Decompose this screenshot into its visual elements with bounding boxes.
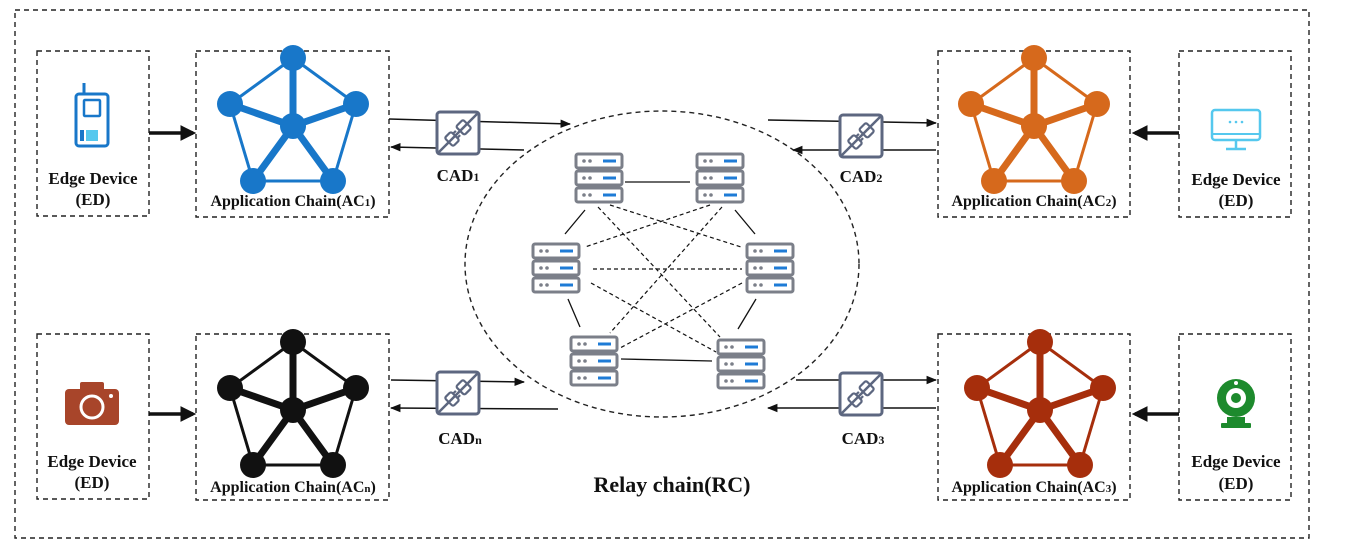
ed2-label-line1: Edge Device: [1191, 170, 1281, 189]
edge-device-3[interactable]: Edge Device (ED): [1178, 333, 1292, 501]
relay-chain-boundary: [464, 110, 860, 418]
edn-label-line1: Edge Device: [47, 452, 137, 471]
relay-node-4[interactable]: [745, 242, 795, 294]
cad3-label: CAD3: [842, 429, 885, 448]
application-chain-3[interactable]: Application Chain(AC3): [937, 329, 1131, 501]
camera-icon: [65, 382, 119, 425]
relay-node-5[interactable]: [569, 335, 619, 387]
cadn-label: CADn: [438, 429, 482, 448]
relay-node-1[interactable]: [574, 152, 624, 204]
ac3-label: Application Chain(AC3): [951, 479, 1116, 496]
application-chain-n[interactable]: Application Chain(ACn): [195, 329, 390, 501]
ac1-network-icon: [217, 45, 369, 194]
cad2-label: CAD2: [840, 167, 883, 186]
edge-device-n[interactable]: Edge Device (ED): [36, 333, 150, 500]
application-chain-1[interactable]: Application Chain(AC1): [195, 45, 390, 218]
relay-chain-label: Relay chain(RC): [593, 472, 750, 497]
edge-device-2[interactable]: Edge Device (ED): [1178, 50, 1292, 218]
ed3-label-line2: (ED): [1219, 474, 1254, 493]
cad1-label: CAD1: [437, 166, 480, 185]
acn-network-icon: [217, 329, 369, 478]
ed1-label-line1: Edge Device: [48, 169, 138, 188]
cad2-adapter[interactable]: [838, 113, 884, 159]
relay-chain-links: [564, 181, 757, 362]
smart-meter-icon: [74, 83, 110, 148]
ac3-network-icon: [964, 329, 1116, 478]
cad1-adapter[interactable]: [435, 110, 481, 156]
relay-node-3[interactable]: [531, 242, 581, 294]
ac1-label: Application Chain(AC1): [210, 193, 375, 210]
ed3-label-line1: Edge Device: [1191, 452, 1281, 471]
relay-node-6[interactable]: [716, 338, 766, 390]
webcam-icon: [1217, 379, 1255, 428]
ed2-label-line2: (ED): [1219, 191, 1254, 210]
edn-label-line2: (ED): [75, 473, 110, 492]
acn-label: Application Chain(ACn): [210, 479, 376, 496]
edge-device-1[interactable]: Edge Device (ED): [36, 50, 150, 217]
relay-node-2[interactable]: [695, 152, 745, 204]
outer-frame: [14, 9, 1310, 539]
cadn-adapter[interactable]: [435, 370, 481, 416]
monitor-icon: [1210, 108, 1262, 151]
ac2-network-icon: [958, 45, 1110, 194]
ed1-label-line2: (ED): [76, 190, 111, 209]
cad3-adapter[interactable]: [838, 371, 884, 417]
application-chain-2[interactable]: Application Chain(AC2): [937, 45, 1131, 218]
ac2-label: Application Chain(AC2): [951, 193, 1116, 210]
